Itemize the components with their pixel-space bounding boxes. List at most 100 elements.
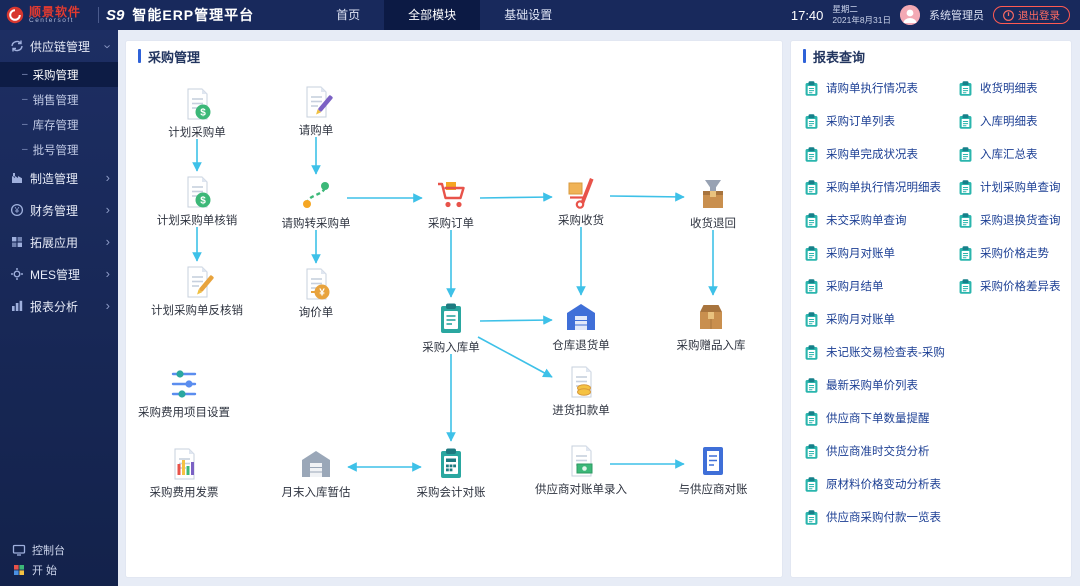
sidebar-footer-start[interactable]: 开 始 [0,560,118,580]
flow-node-label: 采购赠品入库 [676,340,746,352]
report-link-0-13[interactable]: 供应商采购付款一览表 [803,506,951,528]
sidebar-item-0-3[interactable]: –批号管理 [0,137,118,162]
flow-node-plan-po-reverse[interactable]: 计划采购单反核销 [142,263,252,318]
sidebar-group-supply-chain[interactable]: 供应链管理› [0,30,118,62]
clipboard-icon [957,179,974,196]
clipboard-icon [957,278,974,295]
flow-node-expense-item-setting[interactable]: 采购费用项目设置 [129,365,239,420]
report-icon [10,299,24,313]
report-link-label: 采购价格走势 [980,248,1049,260]
flow-node-supplier-statement-entry[interactable]: 供应商对账单录入 [526,442,636,497]
mes-icon [10,267,24,281]
report-link-label: 入库明细表 [980,116,1038,128]
report-link-1-6[interactable]: 采购价格差异表 [957,275,1063,297]
purchase-receive-icon [562,173,600,211]
flow-panel-title: 采购管理 [148,49,201,65]
flow-node-receive-return[interactable]: 收货退回 [658,176,768,231]
flow-node-label: 采购收货 [558,215,604,227]
flow-node-inquiry[interactable]: ¥询价单 [261,265,371,320]
flow-node-purchase-order[interactable]: 采购订单 [396,176,506,231]
report-link-label: 未记账交易检查表-采购 [826,347,945,359]
flow-node-plan-po[interactable]: $计划采购单 [142,85,252,140]
flow-node-supplier-reconcile[interactable]: 与供应商对账 [658,442,768,497]
header-divider [98,7,99,23]
flow-node-expense-invoice[interactable]: 采购费用发票 [129,445,239,500]
flow-node-purchase-receive[interactable]: 采购收货 [526,173,636,228]
report-link-0-10[interactable]: 供应商下单数量提醒 [803,407,951,429]
top-header: 顺景软件 Centersoft S9 智能ERP管理平台 首页全部模块基础设置 … [0,0,1080,30]
report-link-label: 采购月对账单 [826,248,895,260]
report-panel-title: 报表查询 [813,49,866,65]
report-link-0-9[interactable]: 最新采购单价列表 [803,374,951,396]
manufacture-icon [10,171,24,185]
user-avatar[interactable] [900,5,920,25]
flow-node-plan-po-writeoff[interactable]: $计划采购单核销 [142,173,252,228]
report-link-0-8[interactable]: 未记账交易检查表-采购 [803,341,951,363]
report-link-label: 采购订单列表 [826,116,895,128]
report-link-0-2[interactable]: 采购单完成状况表 [803,143,951,165]
report-link-label: 未交采购单查询 [826,215,907,227]
report-link-label: 收货明细表 [980,83,1038,95]
sidebar-item-0-0[interactable]: –采购管理 [0,62,118,87]
start-icon [12,563,26,577]
report-link-0-1[interactable]: 采购订单列表 [803,110,951,132]
flow-node-label: 采购费用项目设置 [138,407,230,419]
clipboard-icon [803,212,820,229]
flow-node-monthend-estimate[interactable]: 月末入库暂估 [261,445,371,500]
weekday: 星期二 [832,3,858,14]
flow-area: $计划采购单请购单$计划采购单核销请购转采购单采购订单采购收货 收货退回计划采购单… [126,71,782,576]
logout-button[interactable]: 退出登录 [993,6,1070,24]
sidebar-item-label: 销售管理 [32,94,79,107]
sidebar-group-manufacture[interactable]: 制造管理› [0,162,118,194]
report-link-0-5[interactable]: 采购月对账单 [803,242,951,264]
clipboard-icon [803,146,820,163]
sidebar-group-report[interactable]: 报表分析› [0,290,118,322]
sidebar-footer-console[interactable]: 控制台 [0,540,118,560]
nav-item-2[interactable]: 基础设置 [504,8,553,22]
report-link-0-6[interactable]: 采购月结单 [803,275,951,297]
purchase-request-icon [297,83,335,121]
flow-node-purchase-deduction[interactable]: 进货扣款单 [526,363,636,418]
user-name: 系统管理员 [929,10,984,22]
main-area: 采购管理 $计划采购单请购单$计划采购单核销请购转采购单采购订单采购收货 收货退回… [118,30,1080,586]
flow-node-purchase-request[interactable]: 请购单 [261,83,371,138]
clipboard-icon [803,80,820,97]
flow-node-label: 采购会计对账 [416,487,486,499]
flow-node-pr-to-po[interactable]: 请购转采购单 [261,176,371,231]
sidebar-group-label: MES管理 [30,267,81,282]
supplier-statement-entry-icon [562,442,600,480]
submenu-dash: – [22,94,28,105]
report-link-label: 采购单执行情况明细表 [826,182,941,194]
flow-node-warehouse-return[interactable]: 仓库退货单 [526,298,636,353]
console-icon [12,543,26,557]
sidebar-item-0-1[interactable]: –销售管理 [0,87,118,112]
report-link-1-3[interactable]: 计划采购单查询 [957,176,1063,198]
nav-item-0[interactable]: 首页 [336,8,361,22]
report-panel-header: 报表查询 [791,41,1071,71]
report-link-0-7[interactable]: 采购月对账单 [803,308,951,330]
sidebar-item-0-2[interactable]: –库存管理 [0,112,118,137]
report-link-1-1[interactable]: 入库明细表 [957,110,1063,132]
flow-node-purchase-inbound[interactable]: 采购入库单 [396,300,506,355]
sidebar-group-extension[interactable]: 拓展应用› [0,226,118,258]
date: 2021年8月31日 [832,15,891,25]
report-link-0-4[interactable]: 未交采购单查询 [803,209,951,231]
plan-po-icon: $ [178,85,216,123]
report-link-0-0[interactable]: 请购单执行情况表 [803,77,951,99]
clipboard-icon [803,476,820,493]
brand-name: 顺景软件 [29,4,82,19]
warehouse-return-icon [562,298,600,336]
nav-item-1[interactable]: 全部模块 [384,0,481,30]
report-link-1-0[interactable]: 收货明细表 [957,77,1063,99]
flow-node-purchase-accounting[interactable]: 采购会计对账 [396,445,506,500]
report-link-0-12[interactable]: 原材料价格变动分析表 [803,473,951,495]
report-link-0-3[interactable]: 采购单执行情况明细表 [803,176,951,198]
sidebar-group-finance[interactable]: ¥财务管理› [0,194,118,226]
sidebar-group-mes[interactable]: MES管理› [0,258,118,290]
report-link-0-11[interactable]: 供应商准时交货分析 [803,440,951,462]
report-link-1-5[interactable]: 采购价格走势 [957,242,1063,264]
brand-logo-icon [6,6,24,24]
report-link-1-4[interactable]: 采购退换货查询 [957,209,1063,231]
flow-node-gift-inbound[interactable]: 采购赠品入库 [656,298,766,353]
report-link-1-2[interactable]: 入库汇总表 [957,143,1063,165]
